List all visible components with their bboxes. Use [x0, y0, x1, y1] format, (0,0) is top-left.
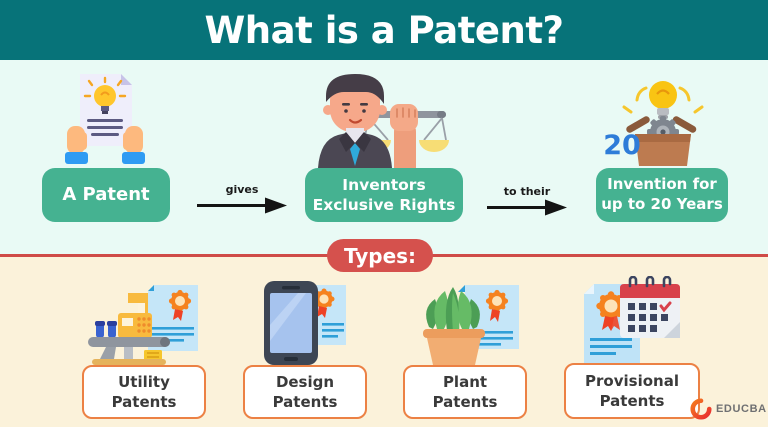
provisional-patents-label: Provisional Patents: [564, 363, 700, 419]
connector-gives-label: gives: [225, 183, 259, 196]
invention-box-icon: [622, 81, 704, 166]
invention-years-line1: Invention for: [607, 175, 717, 194]
plant-patents-label: Plant Patents: [403, 365, 527, 419]
inventor-scales-icon: [318, 74, 449, 168]
connector-gives: gives: [197, 184, 287, 214]
connector-to-their: to their: [487, 186, 567, 216]
a-patent-button: A Patent: [42, 168, 170, 222]
page-title: What is a Patent?: [204, 8, 565, 52]
a-patent-label: A Patent: [62, 184, 150, 206]
years-number: 20: [603, 130, 641, 161]
educba-logo-text: EDUCBA: [716, 403, 767, 415]
educba-brand: EDUCBA: [690, 398, 767, 420]
design-phone-icon: [264, 281, 346, 365]
types-heading-pill: Types:: [327, 239, 433, 272]
utility-machine-icon: [88, 285, 198, 365]
arrow-right-icon: [487, 199, 567, 216]
arrow-right-icon: [197, 197, 287, 214]
utility-patents-label: Utility Patents: [82, 365, 206, 419]
inventors-rights-line2: Exclusive Rights: [312, 196, 456, 214]
connector-to-their-label: to their: [503, 185, 551, 198]
plant-pot-icon: [423, 285, 519, 365]
invention-years-line2: up to 20 Years: [601, 195, 723, 213]
design-patents-label: Design Patents: [243, 365, 367, 419]
invention-years-button: Invention for up to 20 Years: [596, 168, 728, 222]
inventors-rights-line1: Inventors: [342, 175, 426, 194]
educba-logo-icon: [690, 398, 712, 420]
patent-document-icon: [65, 74, 145, 164]
header-band: What is a Patent?: [0, 0, 768, 60]
inventors-rights-button: Inventors Exclusive Rights: [305, 168, 463, 222]
provisional-calendar-icon: [584, 276, 680, 364]
types-heading: Types:: [343, 243, 417, 268]
